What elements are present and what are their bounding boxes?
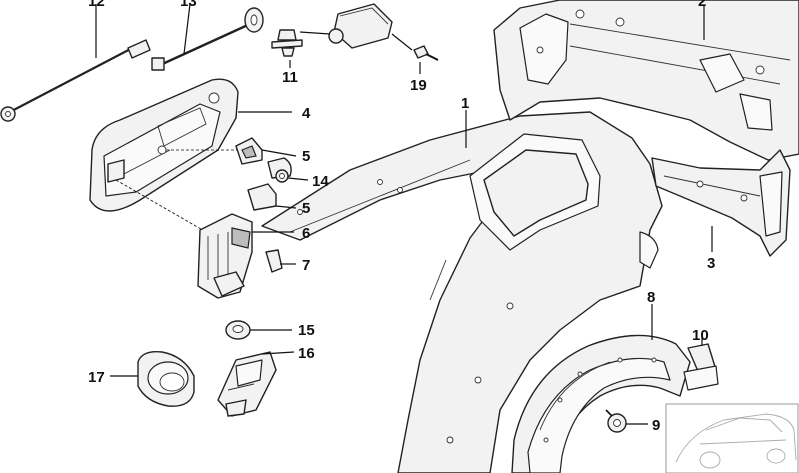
callout-9: 9 [652, 417, 660, 434]
callout-14: 14 [312, 173, 329, 190]
part-15-grommet [225, 320, 251, 340]
part-2-upper-panel [493, 0, 799, 161]
callout-3: 3 [707, 255, 715, 272]
callout-15: 15 [298, 322, 315, 339]
part-5-bumper-upper [235, 137, 263, 165]
callout-12: 12 [88, 0, 105, 10]
part-3-lower-panel [651, 149, 791, 257]
part-10-rivet [683, 343, 719, 391]
callout-8: 8 [647, 289, 655, 306]
part-17-grommet [137, 351, 195, 407]
part-6-hinge-bracket [197, 213, 253, 299]
part-14-plug [267, 157, 292, 183]
part-4-filler-housing [89, 78, 248, 233]
callout-1: 1 [461, 95, 469, 112]
callout-17: 17 [88, 369, 105, 386]
part-19-screw [413, 45, 439, 61]
leader-lines [95, 3, 713, 425]
callout-2: 2 [698, 0, 706, 10]
part-8-wheel-arch-liner [511, 334, 691, 473]
callout-labels: 12 13 11 19 4 5 14 5 6 7 15 16 17 1 2 3 … [88, 0, 715, 434]
part-16-seal [217, 351, 277, 417]
fuel-flap-actuator [299, 3, 413, 51]
callout-11: 11 [282, 69, 298, 86]
callout-6: 6 [302, 225, 310, 242]
part-9-push-nut [605, 409, 627, 433]
part-7-clip [265, 249, 283, 273]
part-11-clip [271, 29, 303, 57]
part-13-rod [151, 7, 264, 71]
callout-13: 13 [180, 0, 197, 10]
vehicle-thumbnail [665, 403, 799, 473]
callout-19: 19 [410, 77, 427, 94]
callout-5-lower: 5 [302, 200, 310, 217]
callout-4: 4 [302, 105, 311, 122]
callout-5-upper: 5 [302, 148, 310, 165]
part-12-strap [0, 39, 151, 122]
callout-10: 10 [692, 327, 709, 344]
part-1-side-panel [261, 111, 663, 473]
callout-16: 16 [298, 345, 315, 362]
callout-7: 7 [302, 257, 310, 274]
part-5-bumper-lower [247, 183, 277, 211]
